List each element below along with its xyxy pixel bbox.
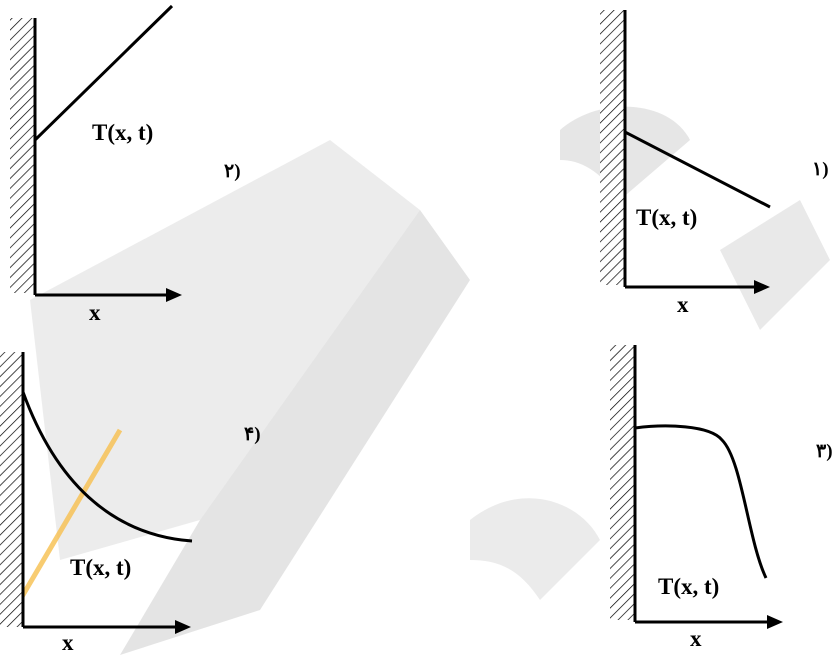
- option-number: (۱: [812, 159, 829, 180]
- x-axis-label: x: [690, 626, 702, 651]
- curve-label: T(x, t): [92, 120, 154, 145]
- panel-option-3: [610, 345, 783, 629]
- wall-hatch: [600, 10, 624, 285]
- wall-hatch: [0, 352, 22, 627]
- x-axis-arrowhead: [175, 620, 191, 634]
- panel-option-4: [0, 352, 193, 634]
- temperature-profile-line: [33, 4, 174, 142]
- temperature-profile-curve: [21, 391, 193, 543]
- x-axis-label: x: [89, 300, 101, 325]
- panel-option-2: [10, 4, 182, 302]
- option-number: (۴: [244, 424, 261, 445]
- x-axis-arrowhead: [166, 288, 182, 302]
- x-axis-label: x: [62, 630, 74, 655]
- option-number: (۳: [816, 441, 833, 462]
- panel-option-1: [600, 10, 771, 294]
- x-axis-label: x: [677, 292, 689, 317]
- temperature-profile-curve: [634, 424, 768, 579]
- wall-hatch: [610, 345, 634, 620]
- option-number: (۲: [224, 161, 241, 182]
- x-axis-arrowhead: [767, 615, 783, 629]
- curve-label: T(x, t): [636, 205, 698, 230]
- x-axis-arrowhead: [754, 280, 770, 294]
- curve-label: T(x, t): [658, 574, 720, 599]
- watermark: [17, 106, 830, 655]
- curve-label: T(x, t): [70, 555, 132, 580]
- temperature-profile-line: [624, 130, 771, 209]
- wall-hatch: [10, 18, 34, 293]
